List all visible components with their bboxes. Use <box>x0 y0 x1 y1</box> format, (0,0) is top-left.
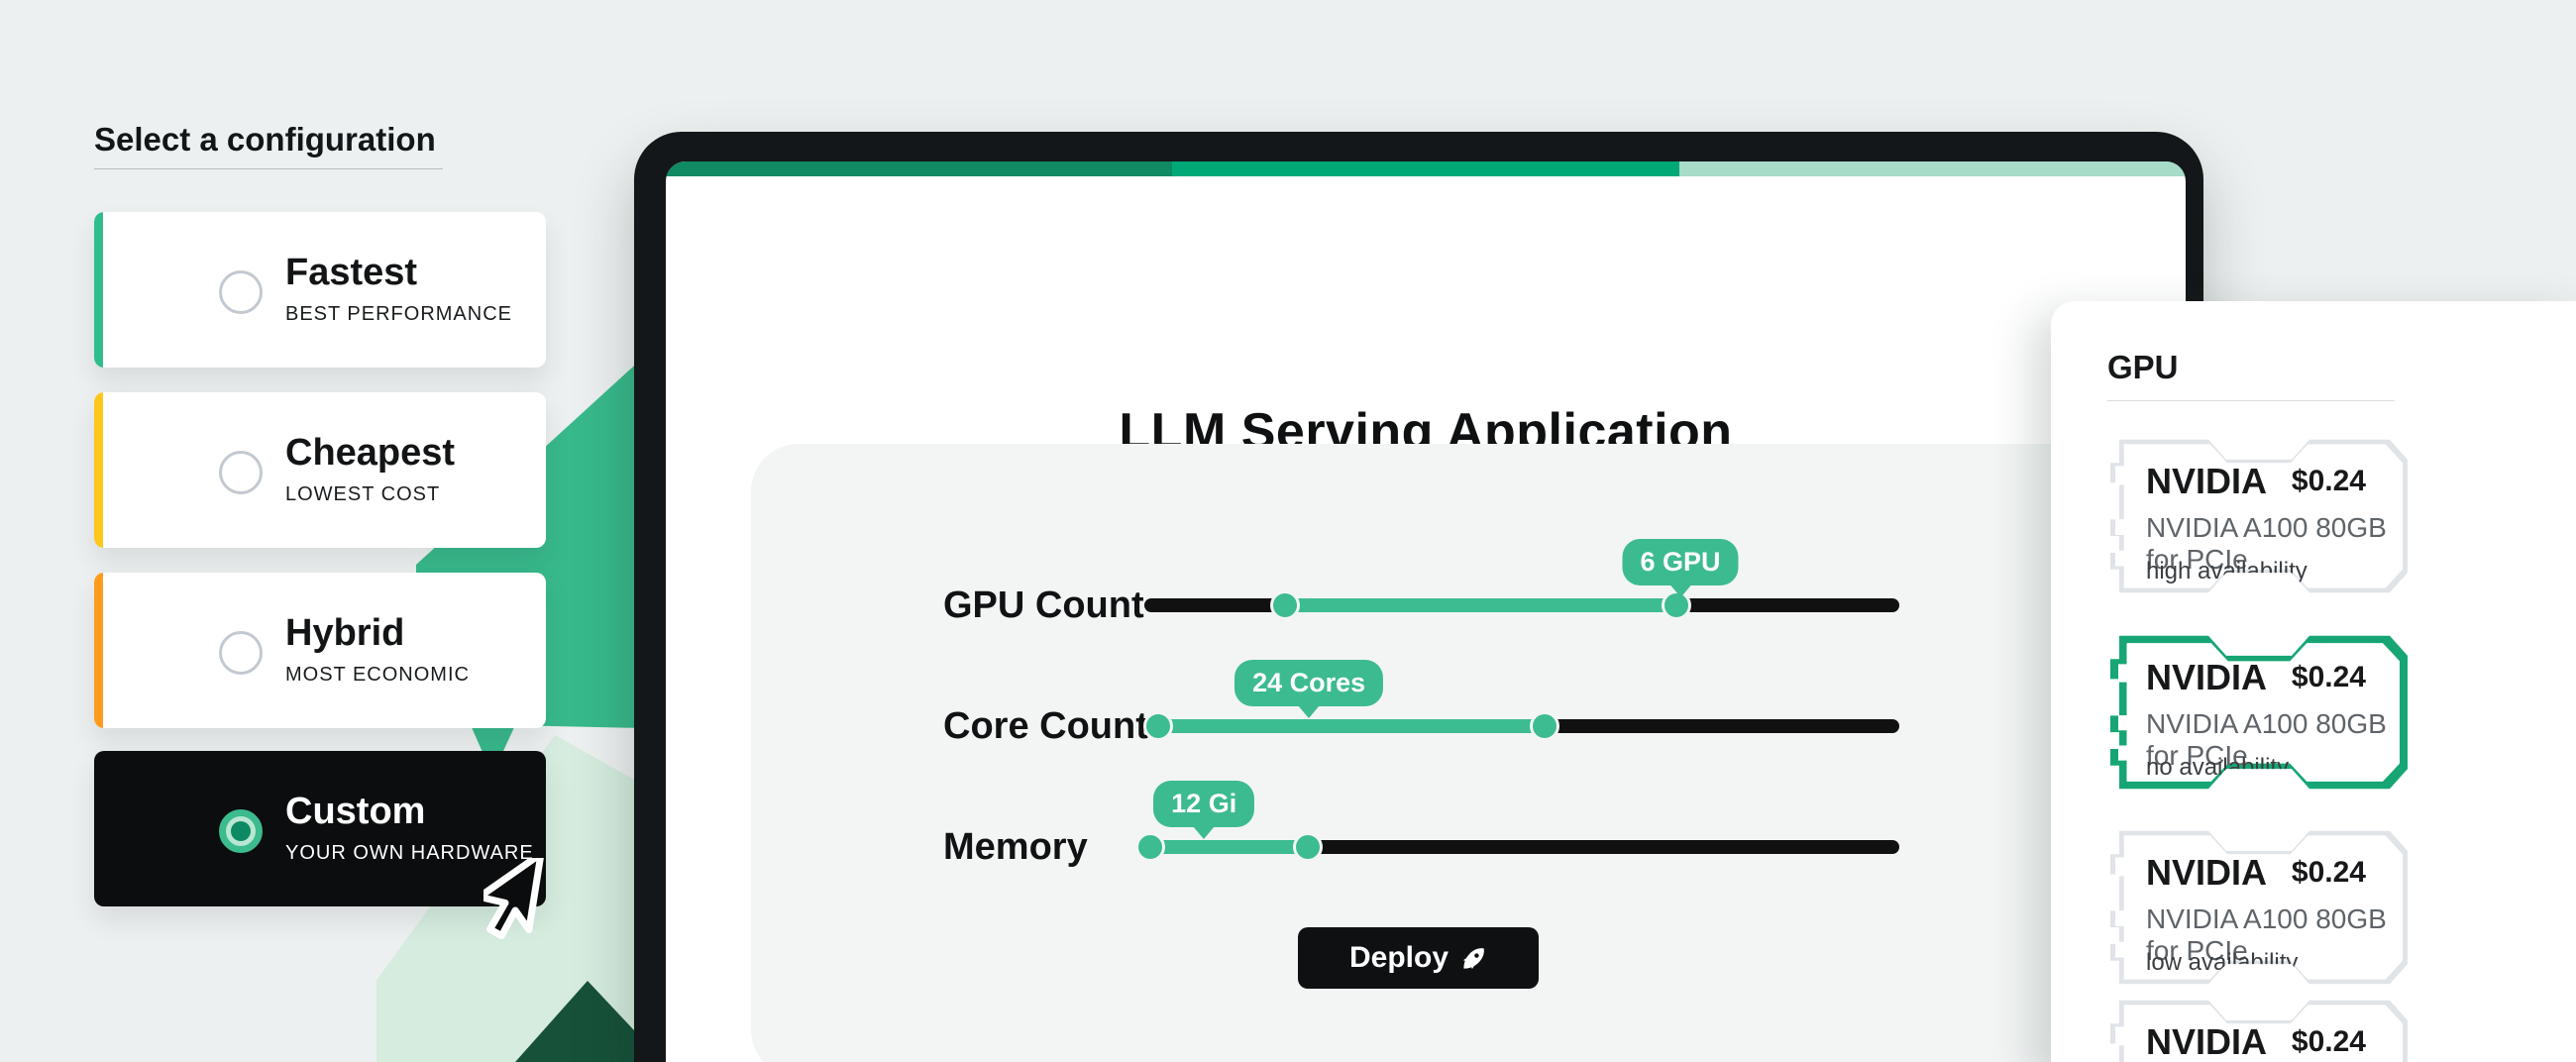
gpu-panel-heading: GPU <box>2107 349 2179 385</box>
slider-track-gpu-count[interactable] <box>1144 593 1899 617</box>
progress-segment-1 <box>666 161 1173 176</box>
slider-row-core-count: Core Count 24 Cores <box>751 660 2138 759</box>
slider-track-memory[interactable] <box>1137 835 1899 859</box>
slider-value-bubble: 24 Cores <box>1234 660 1384 706</box>
cursor-pointer-icon <box>483 858 545 940</box>
deploy-button[interactable]: Deploy <box>1298 927 1539 989</box>
sidebar-heading: Select a configuration <box>94 121 436 158</box>
slider-value-pointer <box>1669 584 1692 597</box>
gpu-model: NVIDIA A100 80GB for PCIe <box>2146 708 2387 771</box>
gpu-heading-divider <box>2107 400 2395 401</box>
option-accent-bar <box>94 573 103 728</box>
option-sublabel: BEST PERFORMANCE <box>285 302 512 325</box>
progress-segment-3 <box>1678 161 2186 176</box>
slider-value-pointer <box>1193 826 1216 839</box>
option-label: Custom <box>285 791 426 832</box>
slider-value-pointer <box>1298 705 1321 718</box>
gpu-availability: high availability <box>2146 558 2308 584</box>
green-chevron-tip <box>471 725 515 775</box>
slider-label: Core Count <box>943 704 1148 747</box>
slider-row-gpu-count: GPU Count 6 GPU <box>751 539 2138 638</box>
option-accent-bar <box>94 392 103 548</box>
slider-value-bubble: 12 Gi <box>1153 781 1255 827</box>
gpu-brand: NVIDIA <box>2146 461 2268 501</box>
dark-green-triangle <box>515 981 664 1062</box>
gpu-availability: low availability <box>2146 949 2299 976</box>
option-label: Cheapest <box>285 432 456 474</box>
gpu-price: $0.24 <box>2291 465 2366 497</box>
slider-range-core-count[interactable] <box>1145 714 1557 738</box>
slider-track-core-count[interactable] <box>1144 714 1899 738</box>
option-label: Fastest <box>285 252 418 293</box>
slider-range-gpu-count[interactable] <box>1272 593 1688 617</box>
option-accent-bar <box>94 212 103 368</box>
gpu-brand: NVIDIA <box>2146 1021 2268 1062</box>
gpu-card-face <box>2118 643 2400 782</box>
slider-value-badge: 12 Gi <box>1153 781 1255 839</box>
gpu-price: $0.24 <box>2291 856 2366 889</box>
wizard-progress-bar <box>666 161 2186 176</box>
slider-value-badge: 6 GPU <box>1622 539 1739 597</box>
deploy-button-label: Deploy <box>1348 941 1449 974</box>
gpu-card-face <box>2115 835 2403 980</box>
gpu-price: $0.24 <box>2291 1025 2366 1058</box>
option-label: Hybrid <box>285 612 405 654</box>
option-sublabel: MOST ECONOMIC <box>285 663 470 686</box>
gpu-brand: NVIDIA <box>2146 852 2268 893</box>
gpu-card-4[interactable]: NVIDIA $0.24 <box>2110 1000 2408 1062</box>
gpu-model: NVIDIA A100 80GB for PCIe <box>2146 512 2387 575</box>
slider-value-bubble: 6 GPU <box>1622 539 1739 585</box>
slider-range-memory[interactable] <box>1137 835 1321 859</box>
gpu-price: $0.24 <box>2291 661 2366 693</box>
slider-label: Memory <box>943 825 1088 868</box>
progress-segment-2 <box>1172 161 1679 176</box>
slider-row-memory: Memory 12 Gi <box>751 781 2138 880</box>
gpu-availability: no availability <box>2146 754 2290 781</box>
gpu-brand: NVIDIA <box>2146 657 2268 697</box>
radio-button[interactable] <box>219 809 263 853</box>
gpu-model: NVIDIA A100 80GB for PCIe <box>2146 903 2387 966</box>
slider-label: GPU Count <box>943 584 1144 626</box>
rocket-icon <box>1462 947 1484 969</box>
radio-button[interactable] <box>219 451 263 494</box>
option-sublabel: LOWEST COST <box>285 482 441 505</box>
slider-value-badge: 24 Cores <box>1234 660 1384 718</box>
radio-button[interactable] <box>219 270 263 314</box>
sidebar-heading-divider <box>94 168 443 169</box>
gpu-card-face <box>2115 444 2403 588</box>
radio-button[interactable] <box>219 631 263 675</box>
option-sublabel: YOUR OWN HARDWARE <box>285 841 534 864</box>
